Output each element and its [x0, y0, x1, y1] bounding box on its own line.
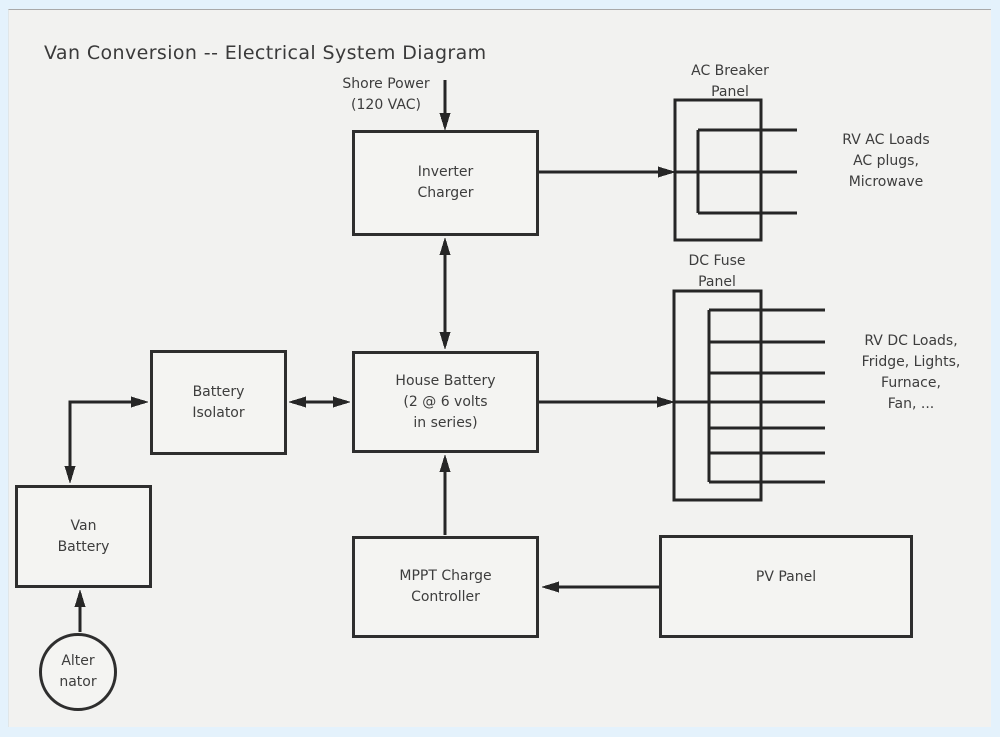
node-label-line: House Battery — [395, 372, 496, 389]
arrowhead-right-icon — [658, 166, 676, 178]
arrowhead-right-icon — [131, 396, 149, 408]
diagram-title: Van Conversion -- Electrical System Diag… — [44, 42, 487, 64]
edge-isolator-vanbattery-bidirectional — [64, 396, 149, 484]
node-label-line: nator — [59, 674, 97, 690]
arrowhead-left-icon — [288, 396, 306, 408]
arrowhead-right-icon — [657, 396, 675, 408]
node-label-line: PV Panel — [755, 569, 817, 585]
edge-alternator-to-vanbattery — [74, 589, 86, 632]
node-battery-isolator: Battery Isolator — [150, 350, 287, 455]
arrowhead-down-icon — [64, 466, 76, 484]
arrowhead-down-icon — [439, 332, 451, 350]
arrowhead-left-icon — [541, 581, 559, 593]
node-label-line: Inverter — [417, 164, 474, 180]
edge-housebattery-to-dcpanel — [539, 396, 675, 408]
edge-shorepower-to-inverter — [439, 80, 451, 131]
node-pv-panel: PV Panel — [659, 535, 913, 638]
node-house-battery: House Battery (2 @ 6 volts in series) — [352, 351, 539, 453]
node-alternator: Alter nator — [39, 633, 117, 711]
dc-panel-outer-box — [672, 289, 763, 502]
arrowhead-right-icon — [333, 396, 351, 408]
node-label-line: in series) — [413, 414, 478, 431]
node-van-battery: Van Battery — [15, 485, 152, 588]
edge-pvpanel-to-mppt — [541, 581, 659, 593]
edge-inverter-to-acpanel — [539, 166, 676, 178]
label-rv-ac-loads: RV AC Loads AC plugs, Microwave — [842, 132, 930, 190]
arrowhead-up-icon — [439, 237, 451, 255]
node-label-line: Battery — [57, 538, 110, 555]
node-label-line: Van — [70, 517, 97, 534]
node-label-line: Alter — [61, 653, 95, 669]
label-shore-power: Shore Power (120 VAC) — [342, 76, 430, 113]
ac-panel-outer-box — [673, 98, 763, 242]
node-label-line: Controller — [411, 589, 480, 605]
label-ac-breaker-panel: AC Breaker Panel — [691, 63, 769, 100]
node-label-line: Battery — [192, 383, 245, 400]
node-label-line: MPPT Charge — [399, 568, 492, 584]
arrowhead-up-icon — [439, 454, 451, 472]
edge-mppt-to-housebattery — [439, 454, 451, 535]
edge-inverter-housebattery-bidirectional — [439, 237, 451, 350]
arrowhead-down-icon — [439, 113, 451, 131]
arrowhead-up-icon — [74, 589, 86, 607]
node-mppt-charge-controller: MPPT Charge Controller — [352, 536, 539, 638]
dc-fuse-panel-glyph — [672, 289, 825, 502]
ac-breaker-panel-glyph — [673, 98, 797, 242]
node-label-line: (2 @ 6 volts — [403, 393, 488, 410]
node-label-line: Isolator — [192, 404, 245, 421]
label-dc-fuse-panel: DC Fuse Panel — [688, 253, 746, 290]
node-inverter-charger: Inverter Charger — [352, 130, 539, 236]
label-rv-dc-loads: RV DC Loads, Fridge, Lights, Furnace, Fa… — [861, 333, 961, 412]
edge-isolator-housebattery-bidirectional — [288, 396, 351, 408]
node-label-line: Charger — [417, 185, 474, 201]
